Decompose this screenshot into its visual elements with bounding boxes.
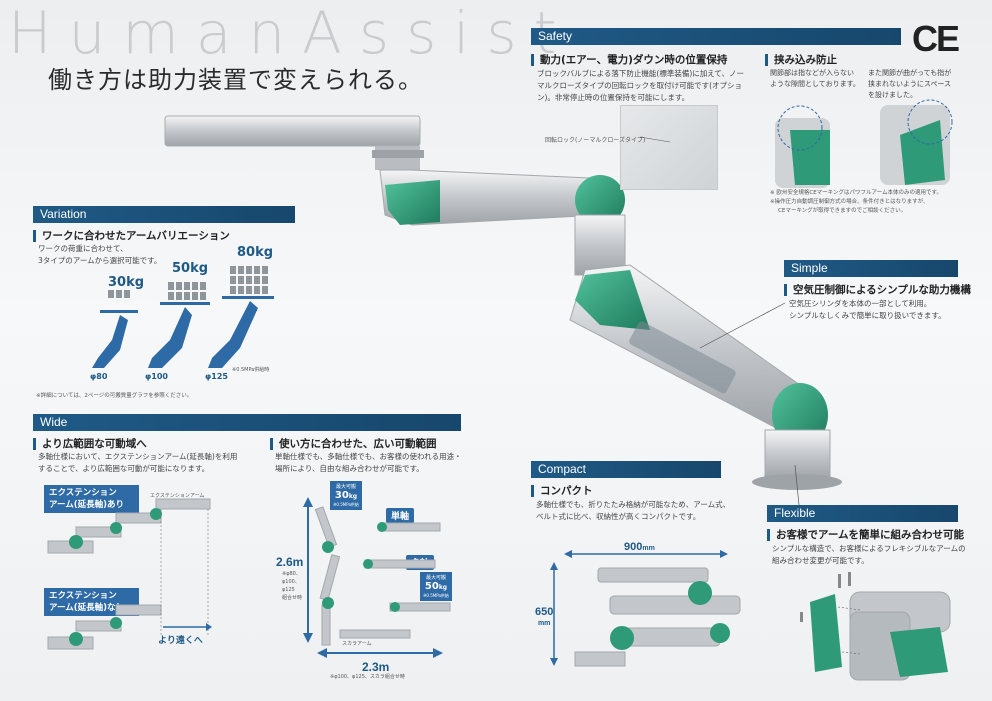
wide-body-2: 単軸仕様でも、多軸仕様でも、お客様の使われる用途・場所により、自由な組み合わせが…	[275, 452, 462, 473]
safety-band: Safety	[531, 28, 901, 45]
safety-notes: ※ 欧州安全規格CEマーキングはパワフルアーム本体のみの適用です。 ※操作圧力自…	[770, 190, 942, 214]
range-arms-illustration	[303, 497, 451, 658]
variation-title: Variation	[40, 207, 87, 221]
simple-title: Simple	[791, 261, 828, 275]
flexible-body: シンプルな構造で、お客様によるフレキシブルなアームの組み合わせ変更が可能です。	[772, 544, 966, 565]
simple-heading: 空気圧制御によるシンプルな助力機構	[784, 284, 971, 296]
flexible-heading: お客様でアームを簡単に組み合わせ可能	[767, 529, 964, 541]
rotation-lock-label: 回転ロック(ノーマルクローズタイプ)	[545, 137, 646, 144]
single-axis-tag: 単軸	[386, 508, 415, 523]
flexible-leader	[794, 464, 800, 506]
compact-band: Compact	[531, 461, 721, 478]
compact-heading: コンパクト	[531, 485, 593, 497]
pressure-note: ※0.5MPa供給時	[232, 367, 270, 373]
diameter-100: φ100	[145, 372, 168, 381]
cylinder-leader	[699, 302, 786, 349]
extension-comparison-illustration	[47, 498, 212, 650]
safety-body-1: ブロックバルブによる落下防止機能(標準装備)に加えて、ノーマルクローズタイプの回…	[537, 69, 745, 102]
max-30kg-badge: 最大可搬 30kg ※0.5MPa供給	[330, 481, 362, 510]
variation-band: Variation	[33, 206, 295, 223]
tagline: 働き方は助力装置で変えられる。	[48, 66, 423, 94]
rotation-lock-leader	[639, 136, 671, 143]
wide-title: Wide	[40, 415, 68, 429]
simple-band: Simple	[784, 260, 958, 277]
weight-30kg: 30kg	[108, 275, 145, 290]
compact-title: Compact	[538, 462, 587, 476]
width-note: ※φ100、φ125、スカラ組合せ時	[330, 674, 405, 680]
wide-heading-1: より広範囲な可動域へ	[33, 438, 147, 450]
width-2-3m: 2.3m	[362, 660, 390, 674]
diameter-80: φ80	[90, 372, 108, 381]
pinch-body-a: 関節部は指などが入らないような隙間としております。	[770, 69, 860, 88]
flexible-title: Flexible	[774, 506, 816, 520]
ext-with-label: エクステンションアーム(延長軸)あり	[44, 485, 139, 513]
pinch-guard-illustrations	[775, 99, 953, 188]
flexible-band: Flexible	[767, 505, 958, 522]
pinch-body-b: また関節が曲がっても指が挟まれないようにスペースを設けました。	[868, 69, 952, 99]
safety-heading-2: 挟み込み防止	[765, 54, 837, 66]
simple-body: 空気圧シリンダを本体の一部として利用。シンプルなしくみで簡単に取り扱いできます。	[789, 299, 946, 320]
variation-heading: ワークに合わせたアームバリエーション	[33, 230, 230, 242]
rotation-lock-photo	[620, 105, 718, 190]
farther-label: より遠くへ	[158, 636, 203, 646]
wide-band: Wide	[33, 414, 461, 431]
scara-arm-label: スカラアーム	[342, 641, 372, 647]
variation-body: ワークの荷重に合わせて、3タイプのアームから選択可能です。	[38, 244, 162, 265]
wide-heading-2: 使い方に合わせた、広い可動範囲	[270, 438, 437, 450]
variation-footnote: ※詳細については、2ページの可搬質量グラフを参照ください。	[36, 393, 193, 399]
height-2-6m: 2.6m	[276, 555, 304, 569]
max-50kg-badge: 最大可搬 50kg ※0.5MPa供給	[420, 572, 452, 601]
ext-arm-label: エクステンションアーム	[150, 493, 205, 499]
ce-mark-logo: CE	[912, 18, 960, 59]
safety-heading-1: 動力(エアー、電力)ダウン時の位置保持	[531, 54, 727, 66]
compact-body: 多軸仕様でも、折りたたみ格納が可能なため、アーム式、ベルト式に比べ、収納性が高く…	[536, 500, 731, 521]
compact-width: 900mm	[624, 541, 655, 553]
weight-80kg: 80kg	[237, 245, 274, 260]
safety-title: Safety	[538, 29, 573, 43]
compact-folded-arm-illustration	[550, 550, 741, 667]
diameter-125: φ125	[205, 372, 228, 381]
weight-50kg: 50kg	[172, 261, 209, 276]
flexible-assembly-illustration	[800, 572, 951, 681]
variation-arms-illustration	[92, 266, 274, 368]
brand-wordmark: HumanAssist	[8, 0, 574, 67]
wide-body-1: 多軸仕様において、エクステンションアーム(延長軸)を利用することで、より広範囲な…	[38, 452, 238, 473]
